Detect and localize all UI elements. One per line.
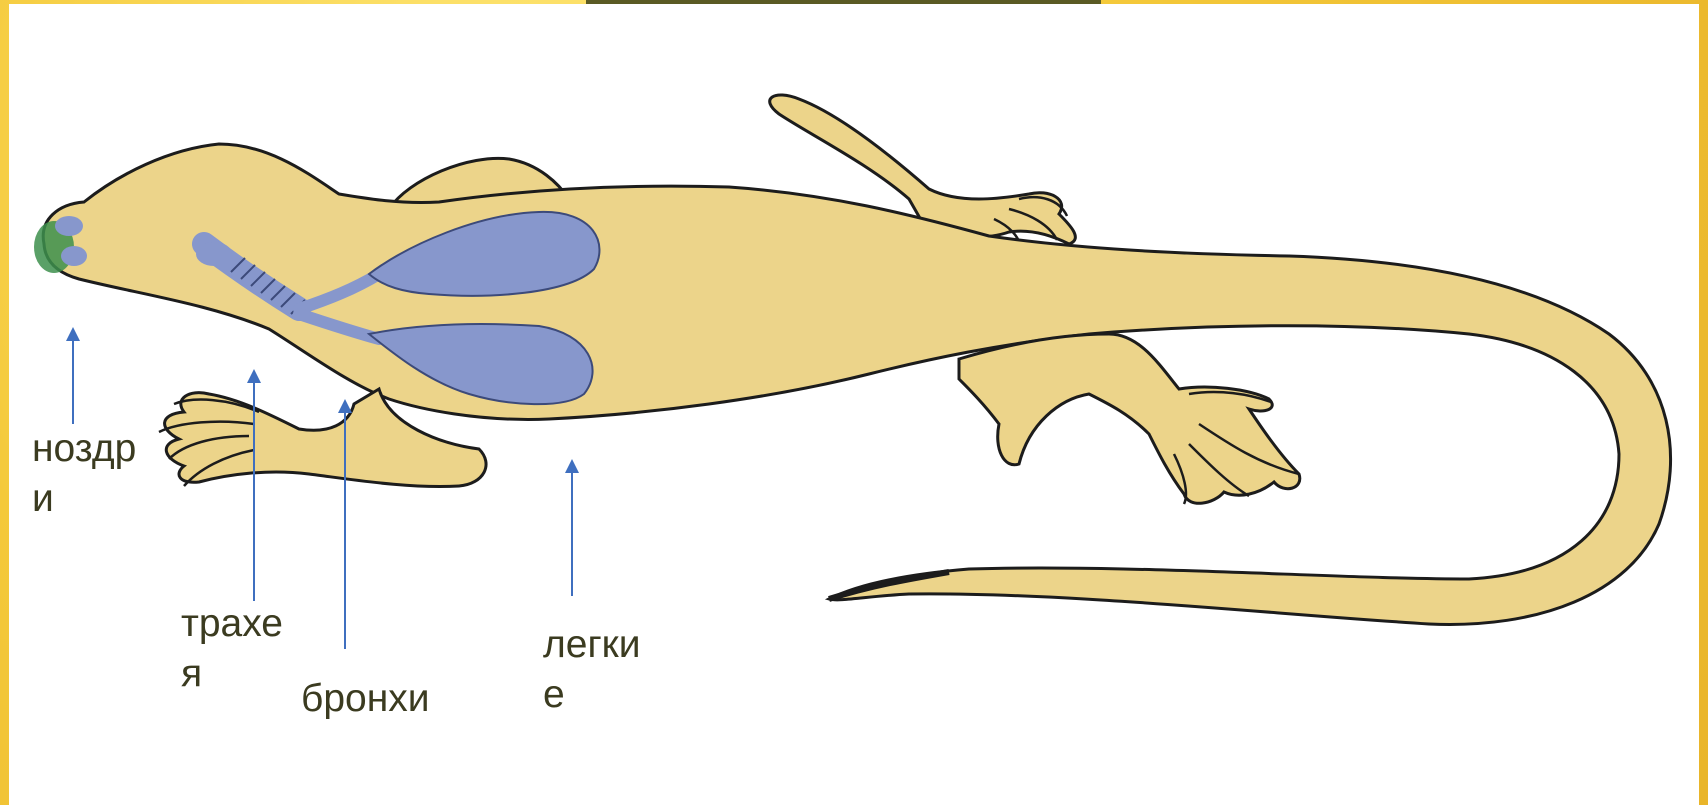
nostril-lower xyxy=(61,246,87,266)
label-trachea: трахея xyxy=(181,599,299,699)
larynx xyxy=(196,242,232,266)
label-nostrils: ноздри xyxy=(32,424,150,524)
hind-leg-lower xyxy=(959,334,1300,503)
diagram-canvas: ноздри трахея бронхи легкие xyxy=(9,4,1699,805)
nostril-upper xyxy=(55,216,83,236)
lizard-body xyxy=(43,144,1670,624)
label-bronchi: бронхи xyxy=(301,674,433,724)
label-lungs: легкие xyxy=(543,620,661,720)
